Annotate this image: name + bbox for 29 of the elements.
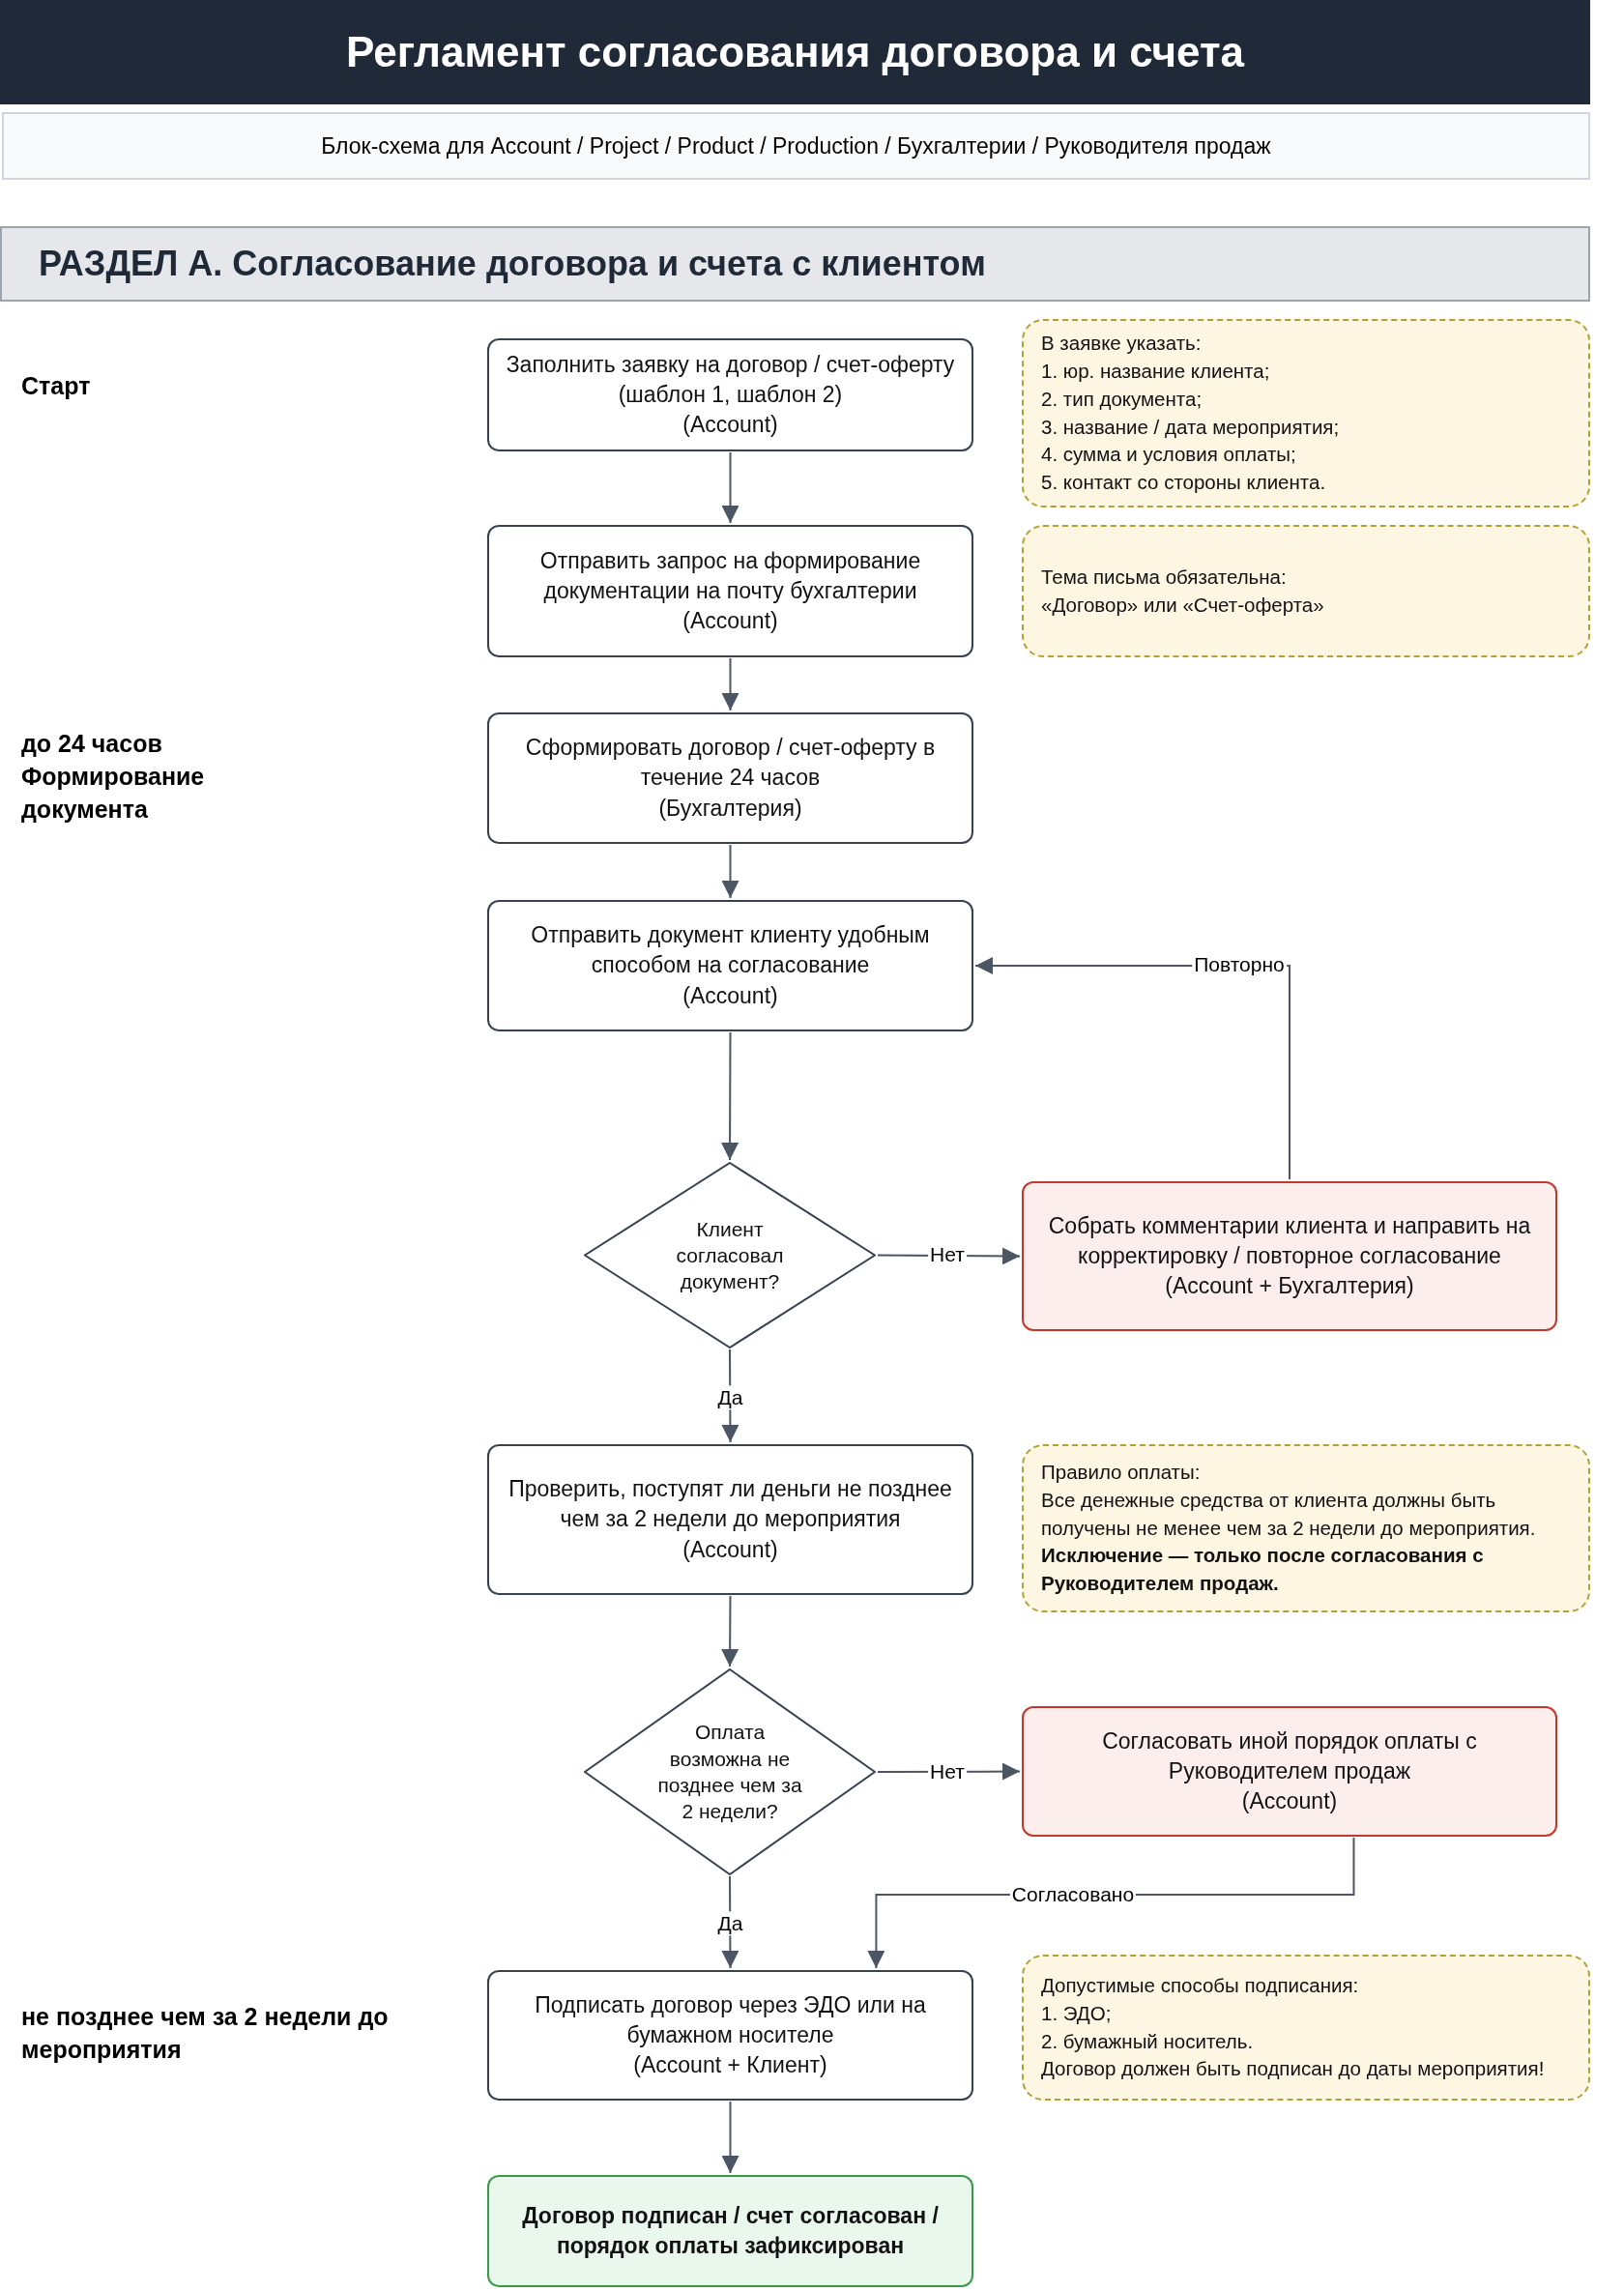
process-box: Подписать договор через ЭДО или на бумажном носителе (Account + Клиент) [487,1970,973,2101]
process-box: Отправить запрос на формирование документации на почту бухгалтерии (Account) [487,525,973,657]
alternate-process-box: Собрать комментарии клиента и направить на корректировку / повторное согласование (Account + Бухгалтерия) [1022,1181,1557,1331]
arrow [721,657,740,711]
note-box: Допустимые способы подписания: 1. ЭДО; 2. бумажный носитель. Договор должен быть подписан до даты мероприятия! [1022,1955,1590,2101]
arrow [721,844,740,899]
note-box: В заявке указать: 1. юр. название клиента; 2. тип документа; 3. название / дата мероприятия; 4. сумма и условия оплаты; 5. контакт со стороны клиента. [1022,319,1590,508]
arrow [721,2101,740,2174]
note-box: Правило оплаты: Все денежные средства от клиента должны быть получены не менее чем за 2 недели до мероприятия. Исключение — только после согласования с Руководителем продаж. [1022,1444,1590,1612]
title-banner: Регламент согласования договора и счета [0,0,1590,104]
stage-label: до 24 часов Формирование документа [21,729,206,825]
stage-label: Старт [21,371,92,401]
arrow [721,1031,740,1161]
process-box: Проверить, поступят ли деньги не позднее чем за 2 недели до мероприятия (Account) [487,1444,973,1595]
decision-diamond: Оплата возможна не позднее чем за 2 недели? [584,1668,876,1875]
edge-label: Да [715,1385,745,1410]
process-box: Заполнить заявку на договор / счет-оферту (шаблон 1, шаблон 2) (Account) [487,338,973,451]
arrow [721,1595,740,1668]
decision-diamond: Клиент согласовал документ? [584,1162,876,1348]
process-box: Отправить документ клиенту удобным способом на согласование (Account) [487,900,973,1031]
alternate-process-box: Согласовать иной порядок оплаты с Руководителем продаж (Account) [1022,1706,1557,1837]
end-box: Договор подписан / счет согласован / порядок оплаты зафиксирован [487,2175,973,2287]
subtitle-banner: Блок-схема для Account / Project / Product / Production / Бухгалтерии / Руководителя продаж [2,112,1590,180]
edge-label: Да [715,1911,745,1936]
arrow [721,451,740,524]
process-box: Сформировать договор / счет-оферту в течение 24 часов (Бухгалтерия) [487,712,973,844]
stage-label: не позднее чем за 2 недели до мероприятия [21,2002,390,2065]
note-box: Тема письма обязательна: «Договор» или «Счет-оферта» [1022,525,1590,657]
section-header: РАЗДЕЛ А. Согласование договора и счета с клиентом [0,226,1590,302]
